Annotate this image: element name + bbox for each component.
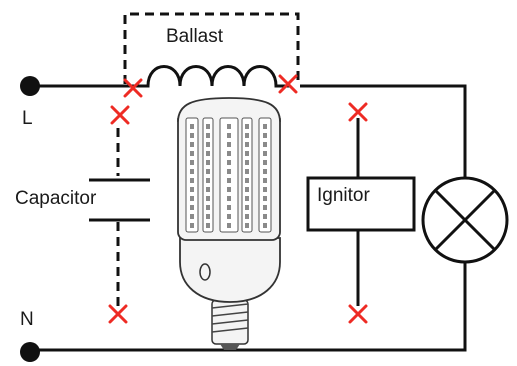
led-chip xyxy=(190,187,194,192)
led-strip xyxy=(185,117,199,233)
red-x-cut-icon xyxy=(110,105,130,125)
led-chip xyxy=(245,214,249,219)
led-chip xyxy=(190,169,194,174)
neutral-wire xyxy=(30,260,467,352)
led-chip xyxy=(190,205,194,210)
led-chip xyxy=(206,187,210,192)
line-terminal xyxy=(20,76,40,96)
led-chip xyxy=(245,169,249,174)
red-x-cut-icon xyxy=(348,102,368,122)
led-chip xyxy=(190,196,194,201)
led-chip xyxy=(227,169,231,174)
ignitor-box xyxy=(306,176,416,232)
led-chip xyxy=(263,142,267,147)
lamp-symbol-icon xyxy=(421,176,509,264)
bulb-housing xyxy=(179,237,281,303)
line-wire-right xyxy=(300,84,467,178)
led-chip xyxy=(190,160,194,165)
led-strip xyxy=(258,117,272,233)
led-chip xyxy=(206,196,210,201)
led-chip xyxy=(206,124,210,129)
led-strip xyxy=(241,117,253,233)
led-chip xyxy=(263,151,267,156)
led-chip xyxy=(206,223,210,228)
led-chip xyxy=(245,124,249,129)
led-chip xyxy=(227,133,231,138)
led-strip xyxy=(202,117,214,233)
led-chip xyxy=(227,187,231,192)
led-chip xyxy=(190,133,194,138)
led-chip xyxy=(263,178,267,183)
led-strips xyxy=(185,117,272,233)
cut-marks xyxy=(108,74,368,324)
led-chip xyxy=(245,205,249,210)
led-chip xyxy=(263,196,267,201)
led-chip xyxy=(263,133,267,138)
led-chip xyxy=(245,133,249,138)
led-chip xyxy=(190,214,194,219)
led-chip xyxy=(190,178,194,183)
led-chip xyxy=(245,178,249,183)
red-x-cut-icon xyxy=(123,78,143,98)
led-chip xyxy=(263,169,267,174)
led-chip xyxy=(227,160,231,165)
led-chip xyxy=(263,205,267,210)
led-chip xyxy=(263,214,267,219)
red-x-cut-icon xyxy=(348,304,368,324)
ignitor-label: Ignitor xyxy=(317,185,370,206)
led-chip xyxy=(245,223,249,228)
led-chip xyxy=(206,178,210,183)
neutral-label: N xyxy=(20,309,34,330)
red-x-cut-icon xyxy=(108,304,128,324)
led-chip xyxy=(227,142,231,147)
led-chip xyxy=(206,151,210,156)
led-chip xyxy=(206,205,210,210)
led-chip xyxy=(263,124,267,129)
led-chip xyxy=(190,151,194,156)
led-chip xyxy=(245,142,249,147)
capacitor-label: Capacitor xyxy=(15,188,97,209)
led-chip xyxy=(227,223,231,228)
led-chip xyxy=(206,160,210,165)
led-chip xyxy=(227,214,231,219)
ballast-coil xyxy=(135,65,290,88)
led-strip xyxy=(219,117,239,233)
led-chip xyxy=(245,151,249,156)
led-chip xyxy=(227,178,231,183)
led-chip xyxy=(245,160,249,165)
led-chip xyxy=(263,223,267,228)
led-chip xyxy=(245,187,249,192)
led-chip xyxy=(227,124,231,129)
led-corn-bulb-icon xyxy=(177,97,281,350)
led-chip xyxy=(206,169,210,174)
neutral-terminal xyxy=(20,342,40,362)
led-chip xyxy=(227,205,231,210)
led-chip xyxy=(190,124,194,129)
line-label: L xyxy=(22,108,33,129)
bulb-screw-base xyxy=(211,299,249,350)
led-chip xyxy=(190,142,194,147)
led-chip xyxy=(263,187,267,192)
red-x-cut-icon xyxy=(278,74,298,94)
ballast-label: Ballast xyxy=(166,26,224,47)
led-chip xyxy=(227,151,231,156)
ballast-bypass-dashed-wire xyxy=(123,12,300,84)
led-chip xyxy=(206,214,210,219)
led-chip xyxy=(206,133,210,138)
led-chip xyxy=(245,196,249,201)
led-chip xyxy=(227,196,231,201)
led-chip xyxy=(190,223,194,228)
led-chip xyxy=(206,142,210,147)
led-chip xyxy=(263,160,267,165)
